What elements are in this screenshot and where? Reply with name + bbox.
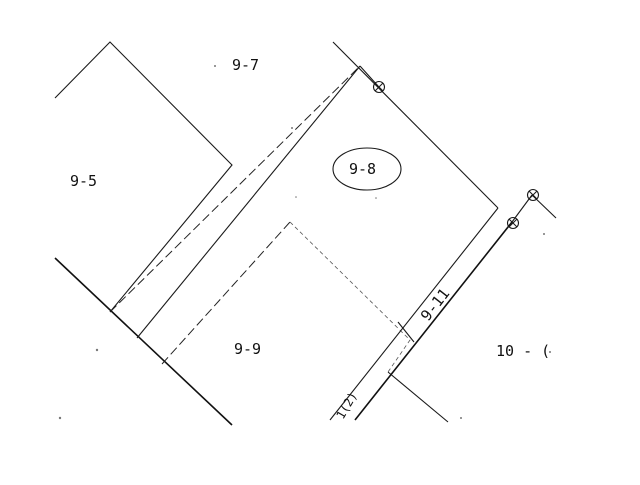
scan-speck bbox=[58, 416, 62, 420]
parcel-label-9-9: 9-9 bbox=[234, 340, 261, 358]
survey-point-icon bbox=[372, 80, 386, 94]
parcel-label-10: 10 - ( bbox=[496, 342, 550, 360]
parcel-label-9-7: 9-7 bbox=[232, 56, 259, 74]
parcel-label-9-5: 9-5 bbox=[70, 172, 97, 190]
parcel-9-9-boundary bbox=[289, 221, 411, 373]
parcel-label-1-2: 1(2) bbox=[333, 389, 360, 421]
scan-speck bbox=[295, 196, 297, 198]
parcel-9-5-lower-boundary bbox=[54, 257, 233, 426]
scan-speck bbox=[214, 65, 216, 67]
road-edge-2 bbox=[136, 65, 361, 339]
parcel-9-8-label-circle bbox=[332, 147, 402, 191]
parcel-9-8-top-boundary bbox=[332, 41, 499, 209]
parcel-10-boundary bbox=[387, 371, 449, 423]
parcel-9-11-left-edge bbox=[329, 207, 499, 421]
road-edge-3 bbox=[161, 221, 291, 365]
survey-point-icon bbox=[526, 188, 540, 202]
parcel-label-9-11: 9-11 bbox=[417, 285, 453, 325]
scan-speck bbox=[549, 351, 551, 353]
scan-speck bbox=[543, 233, 545, 235]
parcel-label-9-8: 9-8 bbox=[349, 160, 376, 178]
parcel-9-11-right-edge bbox=[354, 221, 513, 421]
parcel-10-right-edge bbox=[531, 194, 557, 219]
survey-point-icon bbox=[506, 216, 520, 230]
parcel-9-5-boundary bbox=[54, 41, 233, 313]
scan-speck bbox=[460, 417, 462, 419]
scan-speck bbox=[95, 348, 99, 352]
road-edge-1 bbox=[109, 65, 361, 313]
scan-speck bbox=[375, 197, 377, 199]
parcel-9-11-divider bbox=[397, 321, 415, 343]
scan-speck bbox=[291, 127, 293, 129]
